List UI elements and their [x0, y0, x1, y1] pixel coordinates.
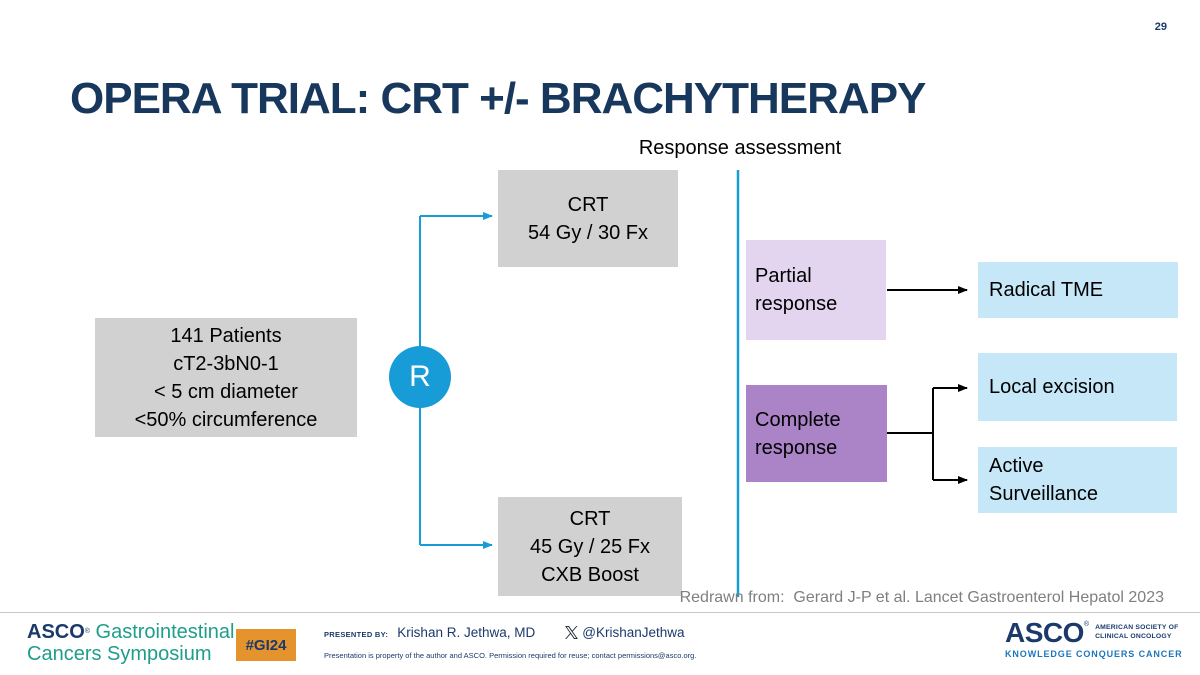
crt-45gy-cxb-box: CRT 45 Gy / 25 Fx CXB Boost	[498, 497, 682, 596]
slide-title: OPERA TRIAL: CRT +/- BRACHYTHERAPY	[70, 74, 926, 123]
disclaimer-text: Presentation is property of the author a…	[324, 651, 697, 660]
patients-eligibility-box: 141 Patients cT2-3bN0-1 < 5 cm diameter …	[95, 318, 357, 437]
randomization-circle: R	[389, 346, 451, 408]
twitter-handle: @KrishanJethwa	[582, 625, 685, 640]
local-excision-label: Local excision	[989, 376, 1115, 398]
symposium-asco-wordmark: ASCO	[27, 621, 85, 643]
complete-response-label: Complete response	[755, 408, 841, 459]
partial-response-label: Partial response	[755, 265, 838, 315]
local-excision-box: Local excision	[978, 353, 1177, 421]
asco-trademark: ®	[1083, 621, 1090, 628]
response-assessment-label: Response assessment	[638, 137, 842, 159]
symposium-word2: Cancers Symposium	[27, 643, 212, 665]
asco-logo: ASCO ® AMERICAN SOCIETY OF CLINICAL ONCO…	[1005, 617, 1183, 660]
asco-tagline: KNOWLEDGE CONQUERS CANCER	[1005, 649, 1183, 659]
symposium-word1: Gastrointestinal	[95, 621, 235, 643]
presented-by-label: PRESENTED BY:	[324, 630, 389, 639]
presenter-name: Krishan R. Jethwa, MD	[397, 625, 536, 640]
asco-society-line1: AMERICAN SOCIETY OF	[1095, 624, 1179, 631]
symposium-trademark: ®	[84, 628, 90, 635]
presenter-row: PRESENTED BY: Krishan R. Jethwa, MD @Kri…	[324, 625, 685, 640]
hashtag-badge: #GI24	[236, 629, 296, 661]
x-twitter-icon	[565, 626, 579, 639]
crt-54gy-box: CRT 54 Gy / 30 Fx	[498, 170, 678, 267]
radical-tme-box: Radical TME	[978, 262, 1178, 318]
footer: ASCO® Gastrointestinal Cancers Symposium…	[0, 613, 1200, 675]
asco-wordmark: ASCO	[1005, 617, 1084, 648]
active-surveillance-box: Active Surveillance	[978, 447, 1177, 513]
complete-response-box: Complete response	[746, 385, 887, 482]
partial-response-box: Partial response	[746, 240, 886, 340]
asco-society-line2: CLINICAL ONCOLOGY	[1095, 632, 1172, 640]
page-number: 29	[1154, 21, 1167, 33]
citation-text: Redrawn from: Gerard J-P et al. Lancet G…	[679, 589, 1164, 606]
radical-tme-label: Radical TME	[989, 279, 1104, 301]
gi-symposium-logo: ASCO® Gastrointestinal Cancers Symposium	[27, 621, 235, 665]
footer-divider	[0, 612, 1200, 613]
asco-society-text: AMERICAN SOCIETY OF CLINICAL ONCOLOGY	[1095, 624, 1178, 641]
active-surveillance-label: Active Surveillance	[989, 455, 1098, 505]
